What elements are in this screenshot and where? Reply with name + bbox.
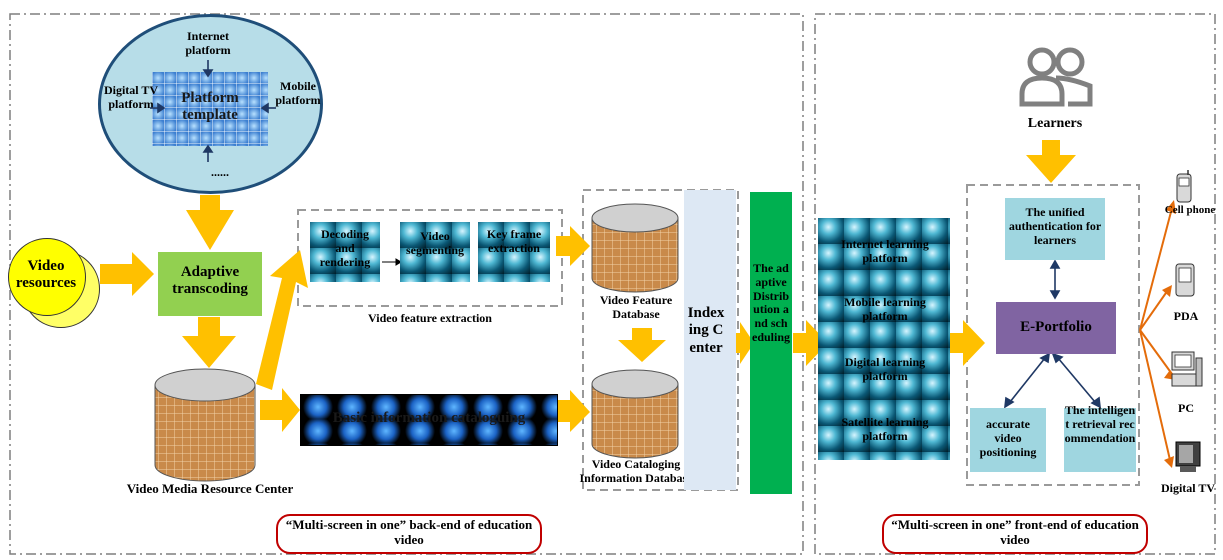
feature-step-segmenting bbox=[400, 222, 470, 282]
pc-icon bbox=[1171, 351, 1203, 387]
distribution-box bbox=[750, 192, 792, 494]
feature-extraction-caption: Video feature extraction bbox=[368, 311, 492, 325]
device-cell-phone-label: Cell phone bbox=[1164, 204, 1216, 216]
video-resources-label: Video resources bbox=[15, 258, 77, 292]
device-pc-label: PC bbox=[1178, 401, 1194, 415]
arrow-transcoding-to-center bbox=[182, 317, 236, 368]
learners-icon bbox=[1019, 47, 1093, 107]
front-end-label-box bbox=[882, 514, 1148, 554]
indexing-center-box bbox=[684, 190, 736, 490]
intelligent-retrieval-label: The intelligent retrieval recommendation bbox=[1064, 403, 1136, 445]
video-catalog-db-cylinder bbox=[591, 369, 679, 459]
back-end-label-box bbox=[276, 514, 542, 554]
device-pda-label: PDA bbox=[1173, 309, 1199, 323]
learning-platforms-panel bbox=[818, 218, 950, 460]
arrow-indexing-to-distribution bbox=[732, 322, 754, 364]
arrow-learners-down bbox=[1026, 140, 1076, 183]
front-end-label: “Multi-screen in one” front-end of educa… bbox=[891, 517, 1139, 547]
distribution-label: The adaptive Distribution and scheduling bbox=[752, 261, 791, 344]
mobile-platform-label: Mobile platform bbox=[275, 79, 321, 107]
feature-step-keyframe bbox=[478, 222, 550, 282]
arrow-cloud-to-transcoding bbox=[186, 195, 234, 250]
platform-template-label: Platform template bbox=[181, 90, 239, 124]
cell-phone-icon bbox=[1176, 170, 1192, 203]
feature-step-decoding bbox=[310, 222, 380, 282]
arrow-featuredb-to-catalogdb bbox=[618, 328, 666, 362]
digital-tv-icon bbox=[1175, 441, 1201, 472]
arrow-features-to-db bbox=[556, 226, 590, 266]
feature-step-keyframe-label: Key frame extraction bbox=[486, 227, 542, 255]
video-media-center-label: Video Media Resource Center bbox=[126, 481, 294, 496]
eportfolio-box bbox=[996, 302, 1116, 354]
feature-step-decoding-label: Decoding and rendering bbox=[319, 227, 371, 269]
eportfolio-label: E-Portfolio bbox=[1020, 319, 1092, 335]
device-digital-tv-label: Digital TV bbox=[1160, 481, 1216, 495]
basic-cataloguing-label: Basic information cataloguing bbox=[332, 410, 526, 426]
unified-auth-box bbox=[1005, 198, 1105, 260]
intelligent-retrieval-box bbox=[1064, 408, 1136, 472]
arrow-distribution-to-platforms bbox=[793, 320, 828, 366]
video-catalog-db-label: Video Cataloging Information Database bbox=[579, 457, 693, 485]
video-media-center-cylinder bbox=[154, 368, 256, 482]
arrow-catalog-to-db bbox=[556, 390, 590, 432]
basic-cataloguing-box bbox=[300, 394, 558, 446]
internet-platform-label: Internet platform bbox=[185, 29, 231, 57]
feature-step-segmenting-label: Video segmenting bbox=[406, 229, 464, 257]
video-feature-db-label: Video Feature Database bbox=[599, 293, 673, 321]
accurate-positioning-box bbox=[970, 408, 1046, 472]
arrow-platforms-to-eportfolio bbox=[950, 320, 985, 366]
learners-label: Learners bbox=[1027, 116, 1083, 131]
learning-platform-mobile: Mobile learning platform bbox=[844, 295, 926, 323]
video-resources-circle bbox=[8, 238, 86, 316]
digital-tv-platform-label: Digital TV platform bbox=[103, 83, 159, 111]
back-end-label: “Multi-screen in one” back-end of educat… bbox=[285, 517, 533, 547]
learning-platform-internet: Internet learning platform bbox=[841, 237, 929, 265]
accurate-positioning-label: accurate video positioning bbox=[979, 417, 1037, 459]
unified-auth-label: The unified authentication for learners bbox=[1008, 205, 1102, 247]
cloud-inner-arrows bbox=[150, 60, 276, 162]
more-platforms-label: ...... bbox=[211, 165, 229, 179]
video-feature-db-cylinder bbox=[591, 203, 679, 293]
learning-platform-satellite: Satellite learning platform bbox=[841, 415, 929, 443]
arrow-resources-to-transcoding bbox=[100, 252, 154, 296]
adaptive-transcoding-box bbox=[158, 252, 262, 316]
learning-platform-digital: Digital learning platform bbox=[844, 355, 926, 383]
arrow-center-to-features bbox=[256, 250, 308, 390]
pda-icon bbox=[1175, 263, 1195, 297]
platform-template-grid bbox=[152, 72, 268, 146]
adaptive-transcoding-label: Adaptive transcoding bbox=[172, 264, 248, 298]
arrow-center-to-catalog bbox=[260, 388, 300, 432]
indexing-center-label: Indexing Center bbox=[687, 305, 725, 356]
